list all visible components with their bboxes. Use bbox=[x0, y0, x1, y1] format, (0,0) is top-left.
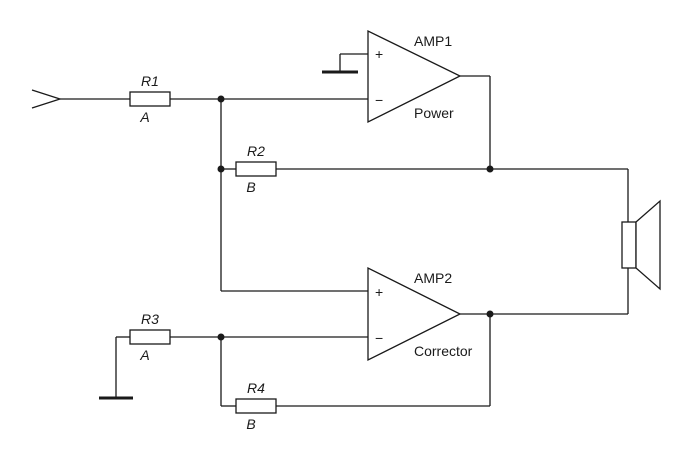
resistor-r1: R1 A bbox=[129, 73, 171, 125]
junction-node bbox=[217, 95, 225, 103]
resistor-r4-value: B bbox=[246, 416, 255, 432]
resistor-r2-name: R2 bbox=[247, 143, 265, 159]
junction-node bbox=[486, 165, 494, 173]
amplifier-amp1: + − AMP1 Power bbox=[367, 29, 462, 124]
resistor-r1-name: R1 bbox=[141, 73, 159, 89]
resistor-r3-value: A bbox=[139, 347, 149, 363]
amp1-triangle-symbol bbox=[367, 29, 462, 124]
amp2-plus-pin: + bbox=[375, 284, 383, 300]
resistor-r4-name: R4 bbox=[247, 380, 265, 396]
speaker-icon bbox=[621, 199, 661, 291]
junction-node bbox=[217, 165, 225, 173]
amp1-role: Power bbox=[414, 105, 454, 121]
resistor-r3: R3 A bbox=[129, 311, 171, 363]
resistor-r3-name: R3 bbox=[141, 311, 159, 327]
amp2-name: AMP2 bbox=[414, 270, 452, 286]
amplifier-amp2: + − AMP2 Corrector bbox=[367, 266, 473, 362]
amp1-name: AMP1 bbox=[414, 33, 452, 49]
amp2-minus-pin: − bbox=[375, 330, 383, 346]
junction-node bbox=[217, 333, 225, 341]
junction-node bbox=[486, 310, 494, 318]
resistor-r2-value: B bbox=[246, 179, 255, 195]
amp2-triangle-symbol bbox=[367, 266, 462, 362]
amp2-role: Corrector bbox=[414, 343, 473, 359]
resistor-r4: R4 B bbox=[235, 380, 277, 432]
resistor-r1-value: A bbox=[139, 109, 149, 125]
input-terminal bbox=[31, 89, 63, 109]
amp1-plus-pin: + bbox=[375, 46, 383, 62]
amp1-minus-pin: − bbox=[375, 92, 383, 108]
resistor-r2: R2 B bbox=[235, 143, 277, 195]
